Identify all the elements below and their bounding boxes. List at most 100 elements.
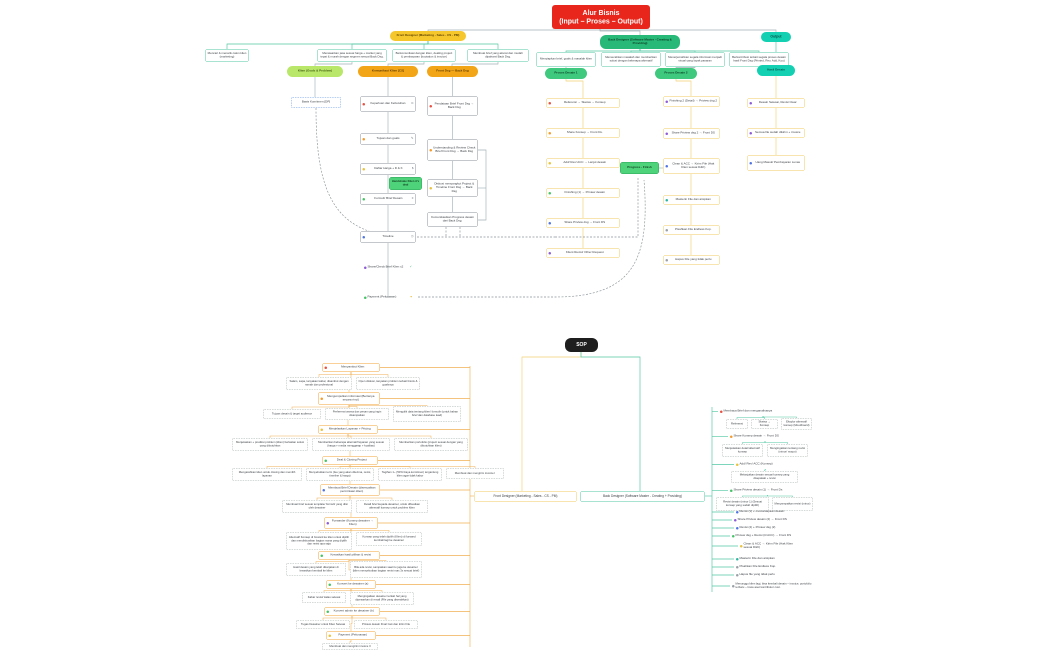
p6[interactable]: Klient Revisi/ Other Request <box>546 248 620 258</box>
front-designer-pill[interactable]: Front Designer (Marketing - Sales - CS -… <box>390 31 466 41</box>
h1[interactable]: Desain Selesai, Revisi Clear <box>747 98 805 108</box>
r13[interactable]: Menunggu klien lagi, bisa kembali desain… <box>730 579 814 593</box>
k1[interactable]: Keperluan dan Kebutuhan⊙ <box>360 96 416 112</box>
c4b[interactable]: Menyebutkan term (fee yang akan diterima… <box>306 468 374 481</box>
title[interactable]: Alur Bisnis (Input – Proses – Output) <box>552 5 650 29</box>
m1[interactable]: Menyambut Klien <box>322 363 380 372</box>
m9[interactable]: Konvert admin ke desainer (b) <box>324 607 380 616</box>
klien-pill[interactable]: Klien (Goals & Problem) <box>287 66 343 77</box>
m6[interactable]: Forwarder (Konsep desainer → Klien) <box>324 517 378 529</box>
f2[interactable]: Understanding & Review Check Brief Front… <box>427 139 478 161</box>
f1[interactable]: Pendataan Brief Front Dsg → Back Dsg <box>427 96 478 116</box>
handshake[interactable]: Handshake Klien it's deal <box>389 177 422 190</box>
p2[interactable]: Share Konsep → Front Ds. <box>546 128 620 138</box>
basis-komitmen[interactable]: Basis Komitmen [DP] <box>291 97 341 108</box>
bb1[interactable]: Menyiapkan brief, goals & masalah klien <box>536 52 596 67</box>
f4[interactable]: Komunikasikan Progress desain dari Back … <box>427 212 478 227</box>
rc1a[interactable]: Referensi <box>726 419 748 429</box>
p1[interactable]: Referensi → Sketsa → Konsep <box>546 98 620 108</box>
c4c[interactable]: Tagihan 1~ (50% biaya komitmen) tergantu… <box>378 468 442 481</box>
fb1[interactable]: Menawarkan jasa sesuai harga + market ya… <box>317 49 387 62</box>
m4[interactable]: Deal & Closing Project <box>322 456 378 465</box>
q3[interactable]: Clean & ACC → Kirim File (Hak Klien sesu… <box>663 158 720 174</box>
r2[interactable]: Share Konsep desain → Front DS <box>728 432 802 441</box>
r5[interactable]: Revisi (1) + memantapkan desain <box>734 508 804 516</box>
rc3a[interactable]: Melanjutkan desain sesuai konsep yang di… <box>731 471 798 483</box>
m5[interactable]: Membuat Brief Desain (disesuaikan permin… <box>320 484 380 496</box>
c4a[interactable]: Mengarahkan klien untuk closing dan memi… <box>232 468 302 481</box>
h3[interactable]: Uang Masuk/ Pembayaran Lunas <box>747 155 805 171</box>
q2[interactable]: Share Priview dsg 2 → Front DS <box>663 128 720 139</box>
p4[interactable]: Finishing (1) → Priview desain <box>546 188 620 198</box>
fb3[interactable]: Membuat brief yang akurat dan mudah dipa… <box>467 49 529 62</box>
c2b[interactable]: Preferensi warna dan pesan yang ingin di… <box>325 408 389 420</box>
m7[interactable]: Kreasikan hasil pilihan & revisi <box>318 551 380 560</box>
r1[interactable]: Membaca Brief dan menganalisanya <box>718 407 808 416</box>
bb3[interactable]: Menerjemahkan segala informasi menjadi v… <box>665 52 725 67</box>
q6[interactable]: Hapus File yang tidak perlu <box>663 255 720 265</box>
komunikasi-pill[interactable]: Komunikasi Klien [CS] <box>358 66 418 77</box>
r4[interactable]: Share Priview desain (1) → Front Ds <box>728 486 807 495</box>
r6[interactable]: Share Priview desain (2) → Front DS <box>732 516 808 524</box>
proses1-pill[interactable]: Proses Desain 1 <box>545 68 587 79</box>
c8a[interactable]: Kabar revisi/ kalau selesai <box>302 592 346 603</box>
f3[interactable]: Diskusi menyangkut Project & Timeline Fr… <box>427 179 478 197</box>
back-designer-pill[interactable]: Back Designer (Software Master - Creatin… <box>600 35 680 49</box>
q5[interactable]: Pisahkan File Endless Kop. <box>663 225 720 235</box>
r7[interactable]: Revisi (2) + Priview dsg (2) <box>734 524 798 532</box>
m8[interactable]: Konvert ke desainer (a) <box>326 580 376 589</box>
c8b[interactable]: Mengingatkan desainer terkait hal yang d… <box>350 592 414 605</box>
rc2b[interactable]: Mengingatkan tentang revisi (minor/ mayo… <box>767 444 808 457</box>
c7a[interactable]: Hasil desain yang telah dikerjakan di kr… <box>286 563 346 576</box>
k3[interactable]: Daftar Harga + D & K$ <box>360 163 416 175</box>
c3a[interactable]: Menjelaskan + prediksi problem (klien) b… <box>232 438 308 451</box>
c5a[interactable]: Membuat brief sesuai template/ formulir … <box>282 500 352 513</box>
r8[interactable]: Priview dsg + Revisi (til ACC) → Front D… <box>730 532 812 540</box>
m2[interactable]: Mengumpulkan informasi (Bertanya secara … <box>318 392 380 405</box>
c1a[interactable]: Salam, sapa, tanyakan kabar, disambut de… <box>286 377 352 390</box>
rc4b[interactable]: Menyampaikan revisi (minor) <box>772 497 813 511</box>
c2a[interactable]: Tujuan desain & target audience <box>263 409 321 419</box>
h2[interactable]: Semua file sudah dikirim + invoice <box>747 128 805 138</box>
c9a[interactable]: Tugas Desainer untuk Klien Selesai <box>296 620 350 629</box>
r12[interactable]: Hapus file yang tidak perlu <box>734 571 798 579</box>
sop[interactable]: SOP <box>565 338 598 352</box>
c2c[interactable]: Mengulik data tentang klien/ formulir (u… <box>393 406 461 422</box>
rc1b[interactable]: Sketsa → Konsep <box>751 419 778 429</box>
k4[interactable]: Formulir Brief Desain≡ <box>360 193 416 205</box>
frontback-pill[interactable]: Front Dsg — Back Dsg <box>427 66 478 77</box>
k6[interactable]: Share/Check Brief Klien x2✓ <box>362 263 414 272</box>
proses2-pill[interactable]: Proses Desain 2 <box>655 68 697 79</box>
c6a[interactable]: Alternatif Konsep di forward ke klien un… <box>286 532 352 550</box>
c6b[interactable]: Konsep yang telah dipilih (Klien) di for… <box>356 532 422 546</box>
r10[interactable]: Masterin File dan arsipkan <box>734 555 798 563</box>
q4[interactable]: Masterin File dan arsipkan <box>663 195 720 205</box>
rc2a[interactable]: Menjelaskan detail alternatif konsep <box>722 444 763 457</box>
m10[interactable]: Payment (Pelunasan) <box>326 631 376 640</box>
c1b[interactable]: Open diskusi, tanyakan problem terkait b… <box>356 377 420 390</box>
rc1c[interactable]: Eksplor alternatif konsep (Moodboard) <box>781 418 812 430</box>
c3b[interactable]: Memberikan beberapa alternatif layanan y… <box>312 438 390 451</box>
c10a[interactable]: Membuat dan mengirim invoice II <box>322 643 378 650</box>
r11[interactable]: Pisahkan File Endless Kop. <box>734 563 798 571</box>
c9b[interactable]: Priview desain Final Cek dan kirim File <box>354 620 418 629</box>
k5[interactable]: Timeline◷ <box>360 231 416 243</box>
p5[interactable]: Share Priview dsg → Front DS <box>546 218 620 228</box>
bb2[interactable]: Memecahkan masalah dan memberikan solusi… <box>601 52 661 67</box>
fb0[interactable]: Mencari & menarik calon klien (marketing… <box>205 49 249 62</box>
c7b[interactable]: Bila ada revisi, sampaikan saat itu juga… <box>350 561 422 578</box>
c4d[interactable]: Membuat dan mengirim invoice I <box>446 468 504 479</box>
output-pill[interactable]: Output <box>761 32 791 42</box>
k2[interactable]: Tujuan dan goals✎ <box>360 133 416 145</box>
q1[interactable]: Finishing 2 (Detail) → Priview dsg 2 <box>663 96 720 107</box>
rc4a[interactable]: Revisi desain (minor 1) (Sesuai konsep y… <box>716 497 769 511</box>
p3[interactable]: Add/ Rev/ ACC → Lanjut desain <box>546 158 620 168</box>
fb2[interactable]: Berkomunikasi dengan klien, dealing proj… <box>392 49 456 62</box>
progress-finish[interactable]: Progress - Finish <box>620 162 659 174</box>
c5b[interactable]: Detail brief kepada desainer, untuk dibu… <box>356 500 428 513</box>
bd-box[interactable]: Back Designer (Software Master - Creatin… <box>580 491 705 502</box>
r3[interactable]: Add/ Rev/ ACC (Konsep) <box>734 460 797 469</box>
k7[interactable]: Payment (Pelunasan)● <box>362 293 414 302</box>
hasil-pill[interactable]: Hasil Desain <box>757 65 795 76</box>
c3c[interactable]: Memberikan portofolio (project sesuai de… <box>394 438 468 451</box>
